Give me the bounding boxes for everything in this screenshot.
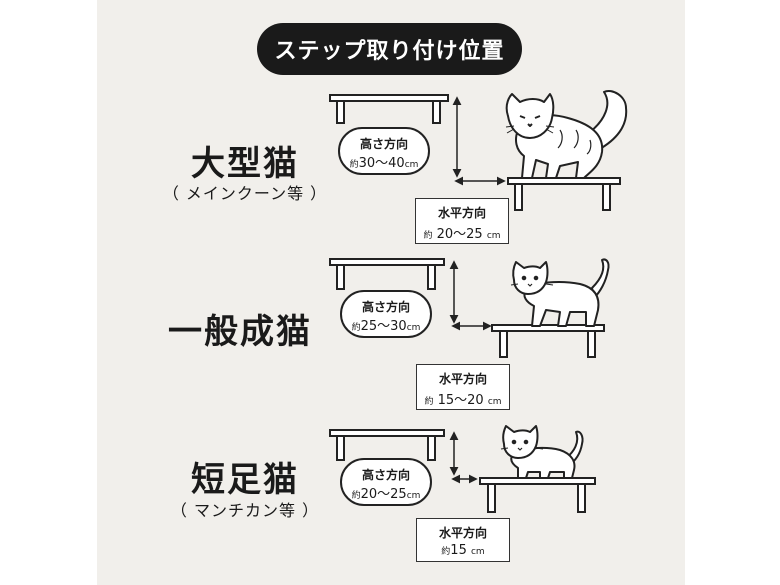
large-cat-illustration: [505, 90, 628, 179]
adult-height-label: 高さ方向 約25〜30cm: [340, 290, 432, 338]
short-horizontal-label: 水平方向 約15 cm: [416, 518, 510, 562]
short-leg-cat-title: 短足猫: [191, 460, 299, 500]
large-cat-subtitle: （ メインクーン等 ）: [162, 184, 328, 203]
short-leg-cat-illustration: [500, 425, 584, 479]
short-upper-step: [329, 429, 445, 461]
adult-horizontal-label: 水平方向 約 15〜20 cm: [416, 364, 510, 410]
large-lower-step: [507, 177, 621, 211]
adult-cat-title: 一般成猫: [168, 312, 312, 352]
adult-upper-step: [329, 258, 445, 290]
short-leg-cat-subtitle: （ マンチカン等 ）: [170, 501, 320, 520]
large-cat-title: 大型猫: [191, 144, 299, 184]
short-lower-step: [479, 477, 596, 513]
short-height-label: 高さ方向 約20〜25cm: [340, 458, 432, 506]
adult-lower-step: [491, 324, 605, 358]
large-height-label: 高さ方向 約30〜40cm: [338, 127, 430, 175]
adult-cat-illustration: [510, 258, 610, 327]
large-upper-step: [329, 94, 449, 124]
page-title: ステップ取り付け位置: [257, 23, 522, 75]
large-horizontal-label: 水平方向 約 20〜25 cm: [415, 198, 509, 244]
